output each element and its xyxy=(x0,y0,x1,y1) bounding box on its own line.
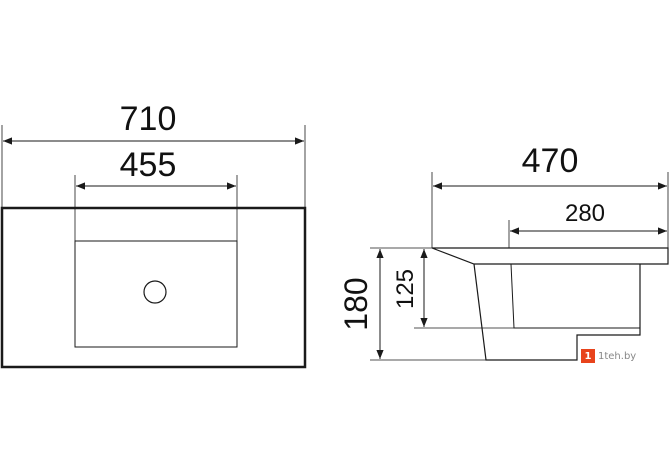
basin-outline-top xyxy=(0,206,307,369)
dimension-label-280: 280 xyxy=(565,200,605,227)
dimension-label-455: 455 xyxy=(120,146,177,184)
watermark: 1 1teh.by xyxy=(581,348,636,364)
dimension-label-125: 125 xyxy=(392,269,419,309)
side-view: 470 280 180 125 xyxy=(338,142,669,361)
bowl-outline-top xyxy=(74,240,238,348)
drain-hole xyxy=(143,280,167,304)
dimension-label-710: 710 xyxy=(120,100,177,138)
basin-body-profile xyxy=(473,263,641,361)
basin-lip-profile xyxy=(431,247,669,265)
basin-inner-profile xyxy=(510,263,640,329)
watermark-text: 1teh.by xyxy=(598,350,637,362)
watermark-logo-icon: 1 xyxy=(581,349,595,363)
dimension-label-180: 180 xyxy=(338,277,374,330)
top-view: 710 455 xyxy=(0,100,307,369)
dimension-label-470: 470 xyxy=(522,142,579,180)
